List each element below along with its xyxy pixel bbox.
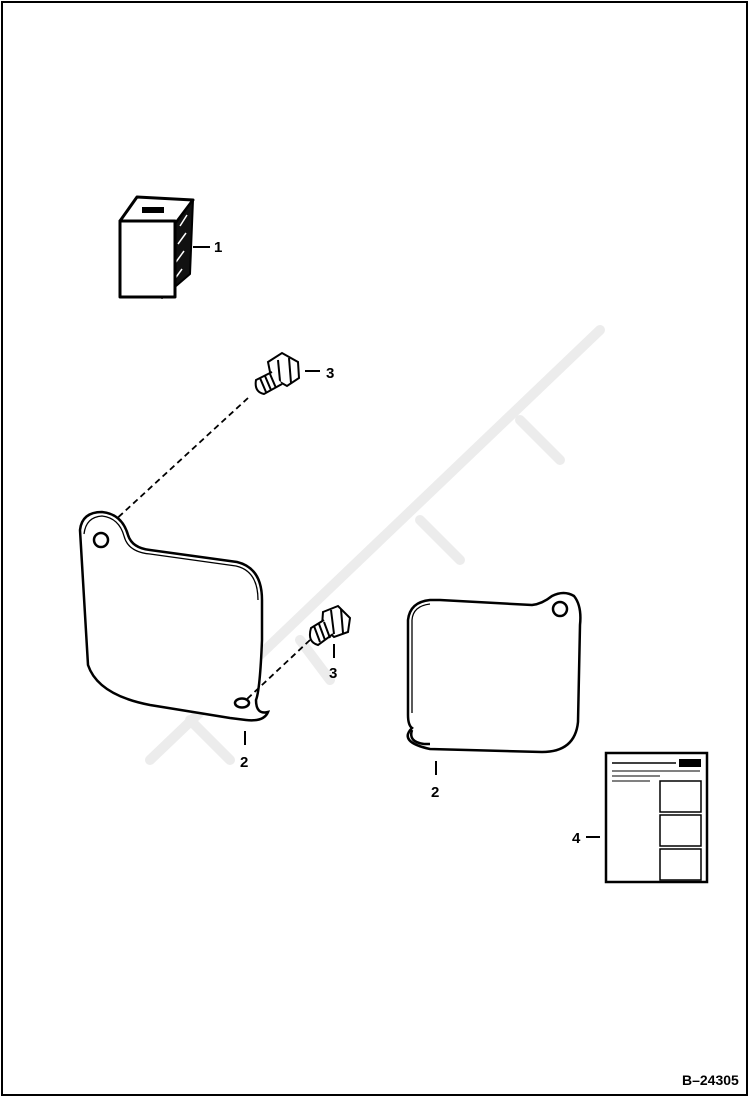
callout-2-left: 2 xyxy=(240,754,248,771)
callout-3-top: 3 xyxy=(326,365,334,382)
part-3-bolt-top xyxy=(254,351,301,396)
part-3-bolt-middle xyxy=(308,604,352,647)
figure-number: B–24305 xyxy=(682,1072,739,1088)
assembly-dashed-line-middle xyxy=(245,639,311,701)
part-2-plate-left xyxy=(78,510,271,722)
callout-2-right: 2 xyxy=(431,784,439,801)
callout-4: 4 xyxy=(572,830,581,847)
part-4-instruction-sheet xyxy=(604,751,709,884)
callout-3-middle: 3 xyxy=(329,665,337,682)
part-2-plate-right xyxy=(406,591,582,754)
callout-1: 1 xyxy=(214,239,222,256)
assembly-dashed-line-top xyxy=(111,397,249,524)
part-1-block xyxy=(118,195,195,299)
